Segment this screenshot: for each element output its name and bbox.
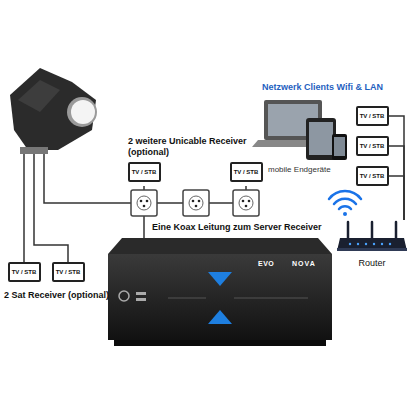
lnb — [10, 68, 97, 154]
screen-text: TV / STB — [360, 173, 385, 179]
tablet — [306, 118, 336, 160]
phone — [332, 134, 347, 160]
screen-text: TV / STB — [132, 169, 157, 175]
annotation-label: 2 Sat Receiver (optional) — [4, 290, 109, 301]
router-led — [365, 243, 367, 245]
screen-text: TV / STB — [56, 269, 81, 275]
server-receiver: EVO NOVA — [108, 238, 332, 348]
lnb-body — [10, 68, 96, 150]
coax-wire — [157, 202, 183, 204]
outlet-ring — [239, 196, 253, 210]
tv-monitor: TV / STB — [356, 106, 389, 126]
outlet-ring — [189, 196, 203, 210]
receiver-line — [168, 298, 206, 299]
router-icon — [334, 220, 410, 254]
phone-display — [334, 137, 345, 156]
tv-monitor: TV / STB — [356, 136, 389, 156]
router-body — [337, 238, 407, 251]
tv-monitor: TV / STB — [128, 162, 161, 182]
outlet-pin — [245, 205, 248, 208]
lan-cable — [389, 146, 405, 220]
blue-triangle — [208, 310, 232, 324]
router-led — [349, 243, 351, 245]
screen-text: TV / STB — [234, 169, 259, 175]
tablet-display — [309, 122, 333, 155]
wifi-dot — [343, 212, 347, 216]
brand-logo: NOVA — [292, 260, 316, 267]
wall-outlet — [233, 190, 259, 216]
coax-wire — [44, 154, 131, 203]
receiver-icon — [108, 238, 332, 348]
tv-monitor: TV / STB — [52, 262, 85, 282]
lnb-cap — [71, 100, 95, 124]
router-led — [357, 243, 359, 245]
outlet-pin — [192, 200, 195, 203]
power-button — [119, 291, 129, 301]
router: Router — [334, 220, 410, 270]
receiver-top — [108, 238, 332, 254]
mobile-devices — [252, 100, 347, 160]
outlet-pin — [146, 200, 149, 203]
coax-wire — [209, 202, 233, 204]
router-antenna — [395, 222, 398, 238]
lan-cable — [389, 176, 405, 220]
receiver-front — [108, 254, 332, 340]
wifi-symbol — [329, 191, 361, 216]
outlet-pin — [248, 200, 251, 203]
outlet-pin — [143, 205, 146, 208]
brand-logo: EVO — [258, 260, 274, 267]
wall-outlet — [131, 190, 157, 216]
lnb-ports — [20, 147, 48, 154]
router-antenna — [347, 222, 350, 238]
router-led — [389, 243, 391, 245]
router-led — [373, 243, 375, 245]
coax-wire — [143, 216, 145, 238]
outlet-ring — [137, 196, 151, 210]
receiver-line — [234, 298, 308, 299]
outlet-pin — [195, 205, 198, 208]
screen-text: TV / STB — [12, 269, 37, 275]
annotation-label: mobile Endgeräte — [268, 164, 331, 175]
router-led — [381, 243, 383, 245]
tv-monitor: TV / STB — [230, 162, 263, 182]
lnb-ring — [67, 97, 97, 127]
router-antenna — [371, 222, 374, 238]
router-front — [337, 248, 407, 251]
blue-triangle — [208, 272, 232, 286]
annotation-label: 2 weitere Unicable Receiver (optional) — [128, 136, 278, 158]
receiver-button — [136, 298, 146, 301]
annotation-label: Eine Koax Leitung zum Server Receiver — [152, 222, 322, 233]
screen-text: TV / STB — [360, 143, 385, 149]
wall-outlets — [131, 190, 259, 216]
receiver-foot — [114, 340, 326, 346]
screen-text: TV / STB — [360, 113, 385, 119]
coax-wire — [34, 154, 68, 262]
outlet-pin — [140, 200, 143, 203]
lnb-face — [18, 80, 60, 112]
outlet-pin — [242, 200, 245, 203]
wifi-arc — [329, 191, 361, 199]
wall-outlet — [183, 190, 209, 216]
tv-monitor: TV / STB — [356, 166, 389, 186]
receiver-button — [136, 292, 146, 295]
wifi-arc — [339, 206, 351, 209]
annotation-label: Netzwerk Clients Wifi & LAN — [262, 82, 412, 93]
wifi-arc — [334, 199, 356, 204]
outlet-pin — [198, 200, 201, 203]
device-name: Router — [334, 258, 410, 268]
tv-monitor: TV / STB — [8, 262, 41, 282]
lan-cable — [389, 116, 405, 220]
coax-wire — [23, 154, 25, 262]
